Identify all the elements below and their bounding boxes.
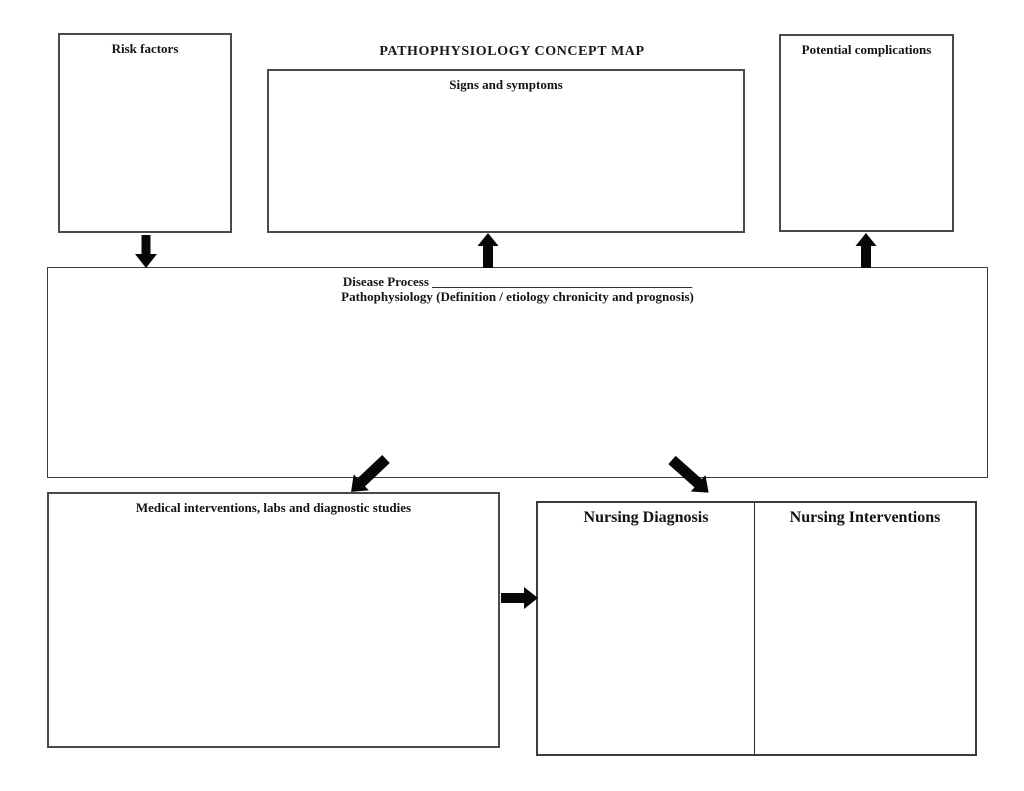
arrow-disease-to-complications-icon [855,233,877,268]
nursing-table: Nursing Diagnosis Nursing Interventions [536,501,977,756]
medical-interventions-box: Medical interventions, labs and diagnost… [47,492,500,748]
signs-and-symptoms-label: Signs and symptoms [449,77,563,92]
page-title: PATHOPHYSIOLOGY CONCEPT MAP [379,44,645,59]
disease-process-heading: Disease Process ________________________… [48,268,987,304]
disease-process-label: Disease Process [342,274,429,289]
potential-complications-label: Potential complications [801,42,932,57]
signs-and-symptoms-box: Signs and symptoms [267,69,745,233]
disease-process-title-line: Disease Process ________________________… [48,274,987,289]
medical-interventions-label: Medical interventions, labs and diagnost… [135,500,412,515]
risk-factors-label: Risk factors [111,41,179,56]
arrow-risk-to-disease-icon [135,235,157,268]
risk-factors-box: Risk factors [58,33,232,233]
arrow-medical-to-nursing-icon [501,587,538,609]
nursing-diagnosis-cell: Nursing Diagnosis [538,503,755,754]
arrow-disease-to-signs-icon [477,233,499,268]
nursing-diagnosis-label: Nursing Diagnosis [583,509,709,526]
disease-process-blank-line: ________________________________________ [432,274,693,289]
nursing-interventions-cell: Nursing Interventions [755,503,975,754]
disease-process-box: Disease Process ________________________… [47,267,988,478]
disease-process-subtitle: Pathophysiology (Definition / etiology c… [341,289,694,304]
potential-complications-box: Potential complications [779,34,954,232]
nursing-interventions-label: Nursing Interventions [789,509,941,526]
